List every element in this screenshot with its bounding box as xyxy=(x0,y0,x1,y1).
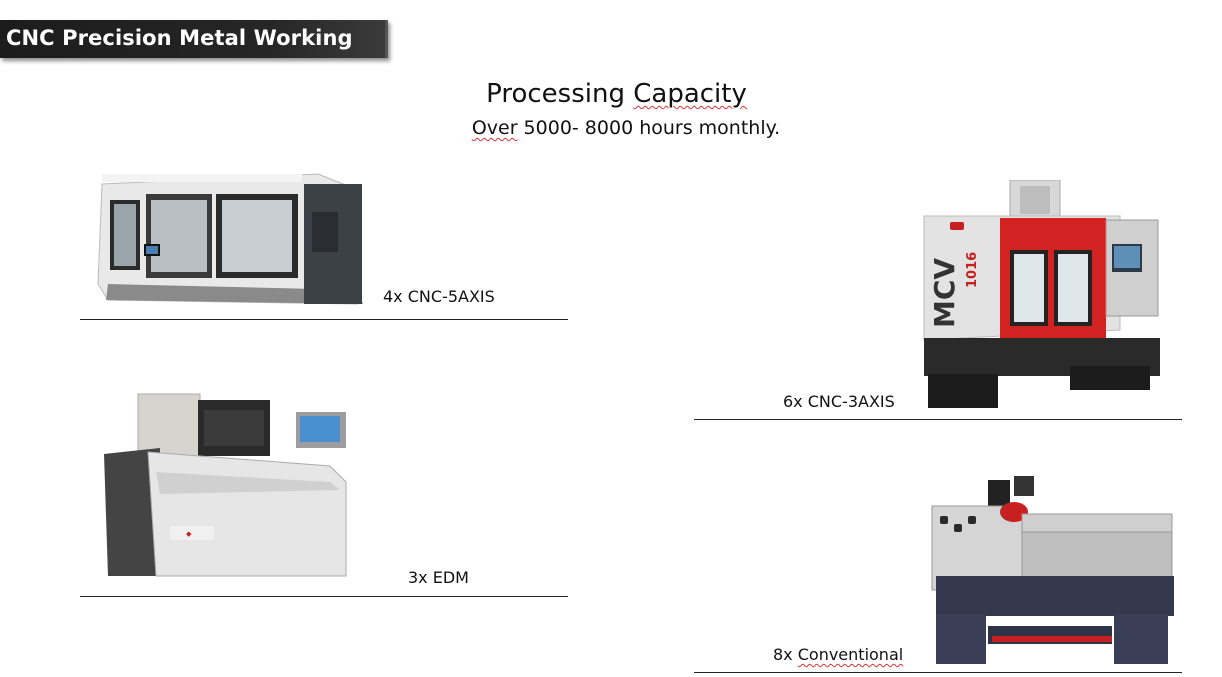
conventional-count: 8x xyxy=(773,645,798,664)
divider-conventional xyxy=(694,672,1182,673)
divider-cnc-5axis xyxy=(80,319,568,320)
conventional-highlight: Conventional xyxy=(797,645,904,664)
machine-label-conventional: 8x Conventional xyxy=(773,645,903,664)
machine-label-cnc-3axis: 6x CNC-3AXIS xyxy=(783,392,895,411)
cnc-5axis-machine-image xyxy=(97,173,363,305)
banner-title: CNC Precision Metal Working xyxy=(6,26,353,50)
subtitle-rest: 5000- 8000 hours monthly. xyxy=(517,117,781,139)
machine-model-1016: 1016 xyxy=(965,252,980,288)
title-banner: CNC Precision Metal Working xyxy=(0,20,388,58)
edm-machine-image: ◆ xyxy=(104,393,347,577)
cnc-3axis-machine-image: MCV 1016 xyxy=(923,180,1160,408)
divider-cnc-3axis xyxy=(694,419,1182,420)
machine-label-edm: 3x EDM xyxy=(408,568,469,587)
edm-brand-mark-icon: ◆ xyxy=(186,530,192,538)
divider-edm xyxy=(80,596,568,597)
title-highlight: Capacity xyxy=(633,79,747,109)
machine-brand-mcv: MCV xyxy=(928,258,961,328)
conventional-lathe-image xyxy=(931,476,1174,664)
subtitle-highlight: Over xyxy=(471,117,518,139)
page-title: Processing Capacity xyxy=(0,79,1222,109)
title-prefix: Processing xyxy=(486,79,634,109)
machine-label-cnc-5axis: 4x CNC-5AXIS xyxy=(383,287,495,306)
page-subtitle: Over 5000- 8000 hours monthly. xyxy=(0,117,1222,139)
